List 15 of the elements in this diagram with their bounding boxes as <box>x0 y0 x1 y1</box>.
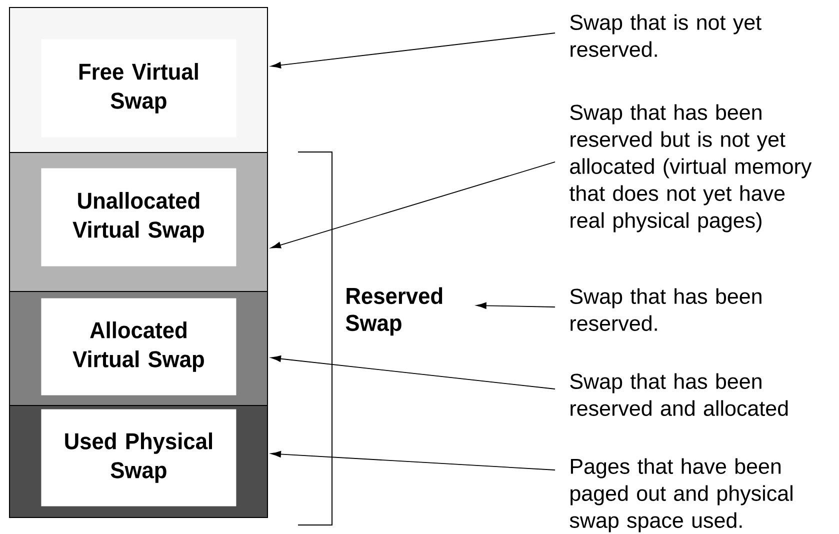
arrow <box>270 32 556 68</box>
label-box: Allocated Virtual Swap <box>41 298 236 396</box>
bracket-label: Reserved Swap <box>346 287 442 336</box>
arrow <box>270 162 556 248</box>
arrow <box>270 356 556 390</box>
arrow <box>270 450 556 470</box>
description-text: Swap that has been reserved. <box>570 288 762 331</box>
description-text: Swap that has been reserved but is not yet allocated (virtual memory that does not yet have real physical pages) <box>570 104 812 232</box>
description-text: Swap that is not yet reserved. <box>570 14 762 57</box>
label-box: Free Virtual Swap <box>41 39 236 138</box>
arrow <box>476 302 556 309</box>
description-text: Swap that has been reserved and allocated <box>570 373 788 416</box>
label-box: Unallocated Virtual Swap <box>41 168 236 266</box>
label-box: Used Physical Swap <box>41 409 236 506</box>
description-text: Pages that have been paged out and physical swap space used. <box>570 458 792 532</box>
